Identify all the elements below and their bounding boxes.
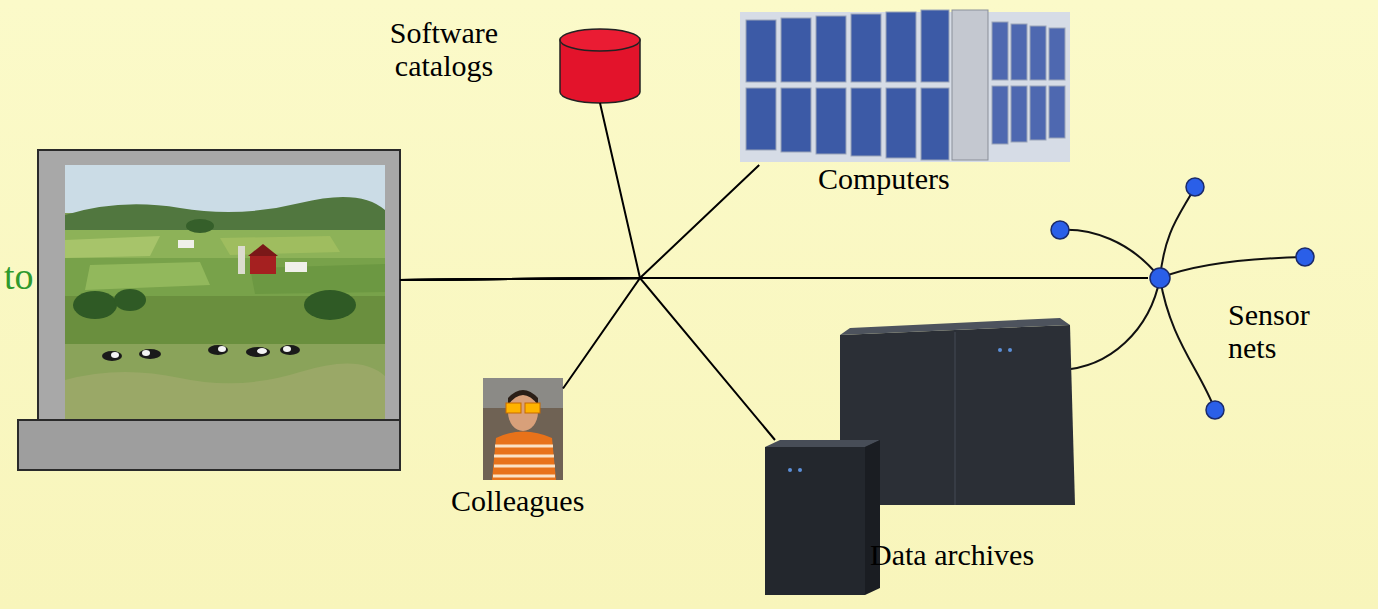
supercomputer-illustration bbox=[740, 10, 1070, 162]
network-link bbox=[400, 165, 759, 280]
archive-image: Data archives bbox=[765, 440, 880, 595]
network-link bbox=[400, 278, 640, 389]
node-label: Computers bbox=[818, 162, 978, 195]
database-cylinder bbox=[560, 29, 640, 103]
database-cylinder: Software catalogs bbox=[560, 28, 640, 103]
colleague-photo bbox=[483, 378, 563, 480]
sensor-hub: Sensor nets bbox=[1148, 266, 1172, 290]
laptop bbox=[38, 150, 400, 440]
network-link bbox=[400, 103, 640, 280]
node-label: Software catalogs bbox=[378, 16, 510, 82]
colleague-photo: Colleagues bbox=[483, 378, 563, 480]
node-label: Colleagues bbox=[451, 484, 601, 517]
node-label: Data archives bbox=[870, 538, 1080, 571]
node-label: Sensor nets bbox=[1228, 298, 1338, 364]
network-link bbox=[400, 278, 775, 440]
farm-landscape bbox=[65, 165, 385, 427]
slide-text: to bbox=[4, 256, 34, 298]
laptop-illustration bbox=[18, 150, 400, 470]
computer-image: Computers bbox=[740, 5, 1070, 165]
